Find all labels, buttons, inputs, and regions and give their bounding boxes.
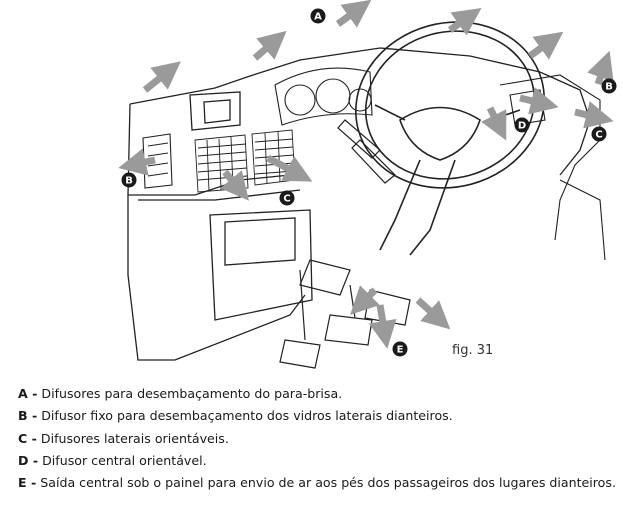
svg-text:A: A (314, 12, 322, 23)
right-panel (499, 74, 606, 261)
legend-text: Difusor fixo para desembaçamento dos vid… (41, 408, 453, 424)
legend-key: D - (18, 452, 39, 468)
badge-c-right: C (591, 126, 607, 142)
legend-key: E - (18, 475, 37, 491)
legend-text: Difusor central orientável. (42, 452, 207, 468)
legend-key: A - (18, 386, 38, 401)
pedals (279, 259, 411, 369)
dashboard-illustration: A B B C C D E (118, 0, 617, 369)
badge-e: E (392, 341, 408, 357)
svg-text:C: C (595, 130, 602, 141)
badge-b-left: B (121, 172, 137, 188)
legend-item-b: B - Difusor fixo para desembaçamento dos… (18, 405, 618, 427)
steering-wheel (355, 21, 545, 256)
legend-item-d: D - Difusor central orientável. (18, 450, 618, 472)
badge-a: A (310, 8, 326, 24)
dashboard-outline (127, 47, 591, 361)
legend-key: C - (18, 430, 37, 446)
steering-column (337, 119, 396, 184)
airflow-arrows (118, 0, 614, 349)
figure-caption: fig. 31 (452, 343, 494, 358)
legend-item-a: A - Difusores para desembaçamento do par… (18, 383, 618, 405)
svg-text:B: B (605, 82, 613, 93)
legend-text: Saída central sob o painel para envio de… (40, 475, 616, 491)
svg-text:E: E (397, 345, 404, 356)
svg-text:D: D (518, 121, 526, 132)
legend-list: A - Difusores para desembaçamento do par… (18, 383, 618, 494)
badge-d: D (514, 117, 530, 133)
instrument-cluster (274, 67, 373, 126)
legend-key: B - (18, 408, 38, 424)
svg-text:C: C (283, 194, 290, 205)
badge-c-left: C (279, 190, 295, 206)
svg-text:B: B (125, 176, 133, 187)
legend-text: Difusores para desembaçamento do para-br… (41, 386, 343, 401)
legend-item-c: C - Difusores laterais orientáveis. (18, 428, 618, 450)
badge-b-right: B (601, 78, 617, 94)
legend-text: Difusores laterais orientáveis. (40, 430, 229, 446)
legend-item-e: E - Saída central sob o painel para envi… (18, 472, 618, 494)
